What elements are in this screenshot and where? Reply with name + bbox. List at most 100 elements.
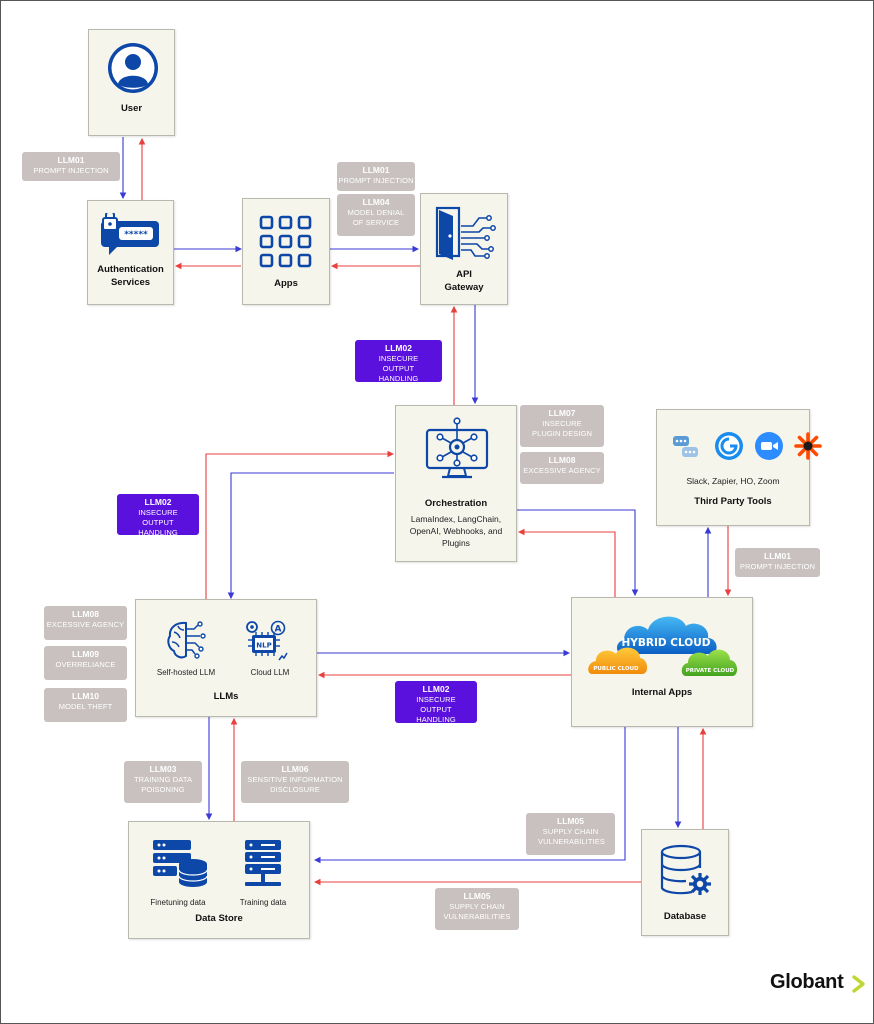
user-avatar-icon <box>107 42 159 99</box>
node-data-store: Finetuning data Training data Data Store <box>128 821 310 939</box>
database-stack-icon <box>151 838 209 895</box>
risk-tag-desc: SUPPLY CHAIN VULNERABILITIES <box>443 902 511 921</box>
node-llms: A NLP Self-hosted LLM Cloud LLM LLMs <box>135 599 317 717</box>
g-logo-icon <box>714 431 744 466</box>
cloud-llm-label: Cloud LLM <box>250 668 290 677</box>
risk-tag-desc: EXCESSIVE AGENCY <box>46 620 125 629</box>
risk-tag-code: LLM08 <box>72 609 99 619</box>
database-gear-icon <box>659 844 715 903</box>
globant-logo: Globant <box>770 971 844 993</box>
third-party-subtitle: Slack, Zapier, HO, Zoom <box>686 476 780 486</box>
orchestration-subtitle: LamaIndex, LangChain, OpenAI, Webhooks, … <box>409 514 503 548</box>
risk-tag-code: LLM05 <box>557 816 584 826</box>
database-title: Database <box>663 911 707 922</box>
risk-tag-code: LLM07 <box>548 408 576 418</box>
svg-text:A: A <box>275 625 282 635</box>
llms-title: LLMs <box>213 691 239 702</box>
data-store-title: Data Store <box>195 913 243 924</box>
risk-tag-desc: MODEL DENIAL OF SERVICE <box>347 208 405 227</box>
risk-tag-code: LLM01 <box>57 155 85 165</box>
arrow-internal-to-datastore <box>313 727 626 864</box>
public-cloud-label: PUBLIC CLOUD <box>593 666 639 672</box>
risk-tag-code: LLM04 <box>362 197 390 207</box>
risk-tag-desc: INSECURE OUTPUT HANDLING <box>416 695 456 724</box>
risk-tag-code: LLM10 <box>72 691 99 701</box>
risk-tag-code: LLM03 <box>149 764 177 774</box>
self-hosted-llm-label: Self-hosted LLM <box>156 668 216 677</box>
internal-apps-title: Internal Apps <box>631 687 693 698</box>
risk-tag-desc: INSECURE PLUGIN DESIGN <box>531 419 593 438</box>
orchestration-title: Orchestration <box>424 498 488 509</box>
risk-tag-code: LLM05 <box>463 891 491 901</box>
node-third-party-tools: Slack, Zapier, HO, Zoom Third Party Tool… <box>656 409 822 526</box>
third-party-title: Third Party Tools <box>694 496 772 507</box>
app-grid-icon <box>258 214 314 275</box>
risk-tag-desc: EXCESSIVE AGENCY <box>523 466 601 475</box>
finetuning-data-label: Finetuning data <box>150 898 206 907</box>
apps-title: Apps <box>274 278 298 289</box>
risk-tag-desc: MODEL THEFT <box>58 702 113 711</box>
nlp-chip-label: NLP <box>256 642 271 650</box>
node-apps: Apps <box>242 198 330 305</box>
chat-bubbles-icon <box>671 432 701 467</box>
chevron-right-icon <box>852 975 866 998</box>
cloud-nlp-chip-icon: A NLP <box>242 618 288 669</box>
node-orchestration: Orchestration LamaIndex, LangChain, Open… <box>395 405 517 562</box>
hybrid-cloud-label: HYBRID CLOUD <box>622 637 711 649</box>
risk-tag-desc: INSECURE OUTPUT HANDLING <box>138 508 178 537</box>
gateway-door-icon <box>435 206 497 267</box>
node-api-gateway: API Gateway <box>420 193 508 305</box>
risk-tag-code: LLM06 <box>281 764 309 774</box>
risk-tag-code: LLM01 <box>764 551 791 561</box>
arrow-internal-to-orch <box>517 528 616 597</box>
risk-tag-code: LLM01 <box>362 165 390 175</box>
server-icon <box>241 838 285 897</box>
arrow-orch-to-llms <box>227 472 394 600</box>
risk-tag-code: LLM02 <box>144 497 172 507</box>
risk-tag-desc: TRAINING DATA POISONING <box>133 775 193 794</box>
hybrid-cloud-icon: HYBRID CLOUD PUBLIC CLOUD PRIVATE CLOUD <box>588 604 740 687</box>
risk-tag-code: LLM02 <box>385 343 412 353</box>
node-user: User <box>88 29 175 136</box>
risk-tag-desc: PROMPT INJECTION <box>33 166 109 175</box>
risk-tag-desc: INSECURE OUTPUT HANDLING <box>378 354 419 383</box>
risk-tag-desc: SUPPLY CHAIN VULNERABILITIES <box>538 827 605 846</box>
node-internal-apps: HYBRID CLOUD PUBLIC CLOUD PRIVATE CLOUD … <box>571 597 753 727</box>
training-data-label: Training data <box>239 898 287 907</box>
video-call-icon <box>754 431 784 466</box>
user-title: User <box>120 103 143 114</box>
node-authentication-services: ***** Authentication Services <box>87 200 174 305</box>
private-cloud-label: PRIVATE CLOUD <box>686 668 735 674</box>
arrow-orch-to-internal <box>517 509 639 597</box>
brain-circuit-icon <box>166 620 208 665</box>
risk-tag-desc: PROMPT INJECTION <box>338 176 414 185</box>
arrow-llms-to-orch <box>205 450 395 599</box>
api-title: API Gateway <box>444 269 484 293</box>
svg-text:*****: ***** <box>124 230 148 240</box>
auth-title: Authentication Services <box>97 264 164 288</box>
risk-tag-desc: PROMPT INJECTION <box>739 562 816 571</box>
zapier-asterisk-icon <box>793 431 823 466</box>
risk-tag-code: LLM08 <box>548 455 576 465</box>
risk-tag-desc: OVERRELIANCE <box>55 660 116 669</box>
monitor-network-icon <box>424 416 490 487</box>
node-database: Database <box>641 829 729 936</box>
risk-tag-code: LLM09 <box>72 649 99 659</box>
